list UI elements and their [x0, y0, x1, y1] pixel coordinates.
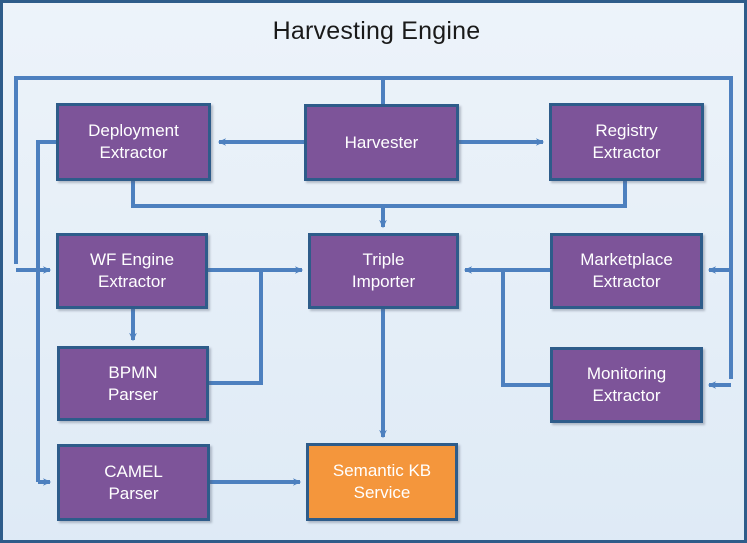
node-label: Monitoring Extractor	[586, 364, 667, 405]
edge-harvester-bus	[14, 76, 385, 264]
node-camel-parser[interactable]: CAMEL Parser	[57, 444, 210, 521]
node-label: Registry Extractor	[592, 121, 661, 162]
node-label: BPMN Parser	[107, 362, 159, 404]
edge-deployment-bus	[131, 181, 627, 208]
node-label: Harvester	[344, 132, 419, 152]
node-semantic-kb-service[interactable]: Semantic KB Service	[306, 443, 458, 521]
node-monitoring-extractor[interactable]: Monitoring Extractor	[550, 347, 703, 423]
diagram-title: Harvesting Engine	[272, 17, 481, 45]
node-label: Deployment Extractor	[88, 121, 179, 162]
node-label: Semantic KB Service	[332, 461, 432, 502]
node-label: Triple Importer	[351, 250, 416, 291]
node-marketplace-extractor[interactable]: Marketplace Extractor	[550, 233, 703, 309]
edge-bus-right	[383, 76, 733, 379]
edge-deployment-left-rail	[36, 140, 56, 482]
node-harvester[interactable]: Harvester	[304, 104, 459, 181]
node-label: WF Engine Extractor	[89, 250, 175, 291]
node-label: CAMEL Parser	[104, 461, 163, 503]
node-triple-importer[interactable]: Triple Importer	[308, 233, 459, 309]
node-label: Marketplace Extractor	[580, 250, 673, 291]
node-bpmn-parser[interactable]: BPMN Parser	[57, 346, 209, 421]
connector-layer	[14, 76, 733, 486]
node-wf-engine-extractor[interactable]: WF Engine Extractor	[56, 233, 208, 309]
node-registry-extractor[interactable]: Registry Extractor	[549, 103, 704, 181]
edge-monitoring-to-triple-importer	[501, 270, 550, 387]
edge-bpmn-parser-to-triple-importer	[209, 270, 263, 385]
node-deployment-extractor[interactable]: Deployment Extractor	[56, 103, 211, 181]
